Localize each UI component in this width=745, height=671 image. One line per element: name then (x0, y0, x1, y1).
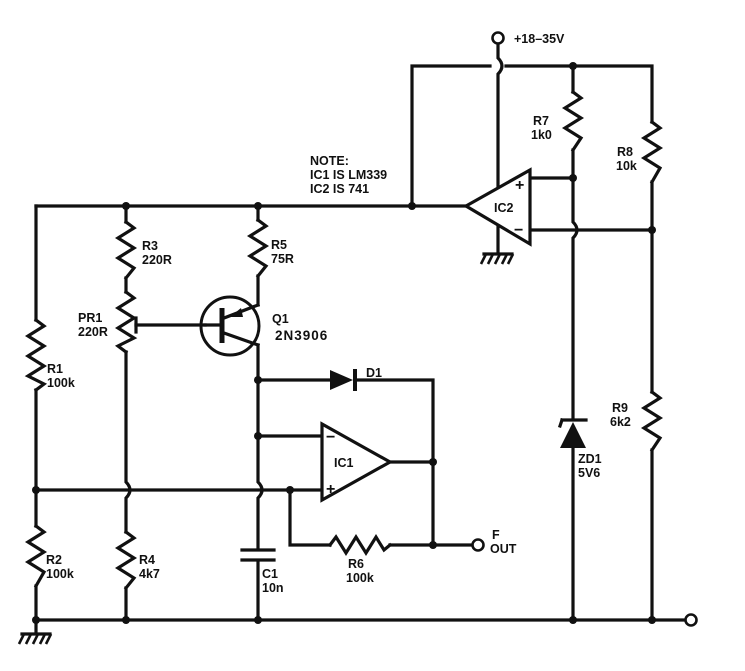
r8-value: 10k (616, 159, 637, 173)
ic2-opamp (462, 167, 532, 247)
ic1-plus-sign: + (326, 481, 335, 498)
r9-resistor (640, 389, 664, 453)
pr1-value: 220R (78, 325, 108, 339)
r3-pr1-r4-wire (124, 204, 132, 622)
r2-ref: R2 (46, 553, 62, 567)
r1-value: 100k (47, 376, 75, 390)
c1-capacitor (240, 548, 276, 562)
r1-resistor (24, 317, 48, 393)
r6-value: 100k (346, 571, 374, 585)
r6-wire (288, 488, 474, 547)
fout-terminal (471, 538, 485, 552)
ic1-minus-sign: − (326, 429, 335, 446)
zener-wire (571, 176, 579, 622)
r1-ref: R1 (47, 362, 63, 376)
r5-ref: R5 (271, 238, 287, 252)
junctions (32, 62, 656, 624)
fout-label-f: F (492, 528, 500, 542)
ic2-ground-icon (479, 252, 515, 265)
r7-value: 1k0 (531, 128, 552, 142)
r9-value: 6k2 (610, 415, 631, 429)
note-line-ic1: IC1 IS LM339 (310, 168, 387, 182)
supply-terminal (491, 31, 505, 45)
c1-ref: C1 (262, 567, 278, 581)
r4-value: 4k7 (139, 567, 160, 581)
ic1-label: IC1 (334, 456, 354, 470)
fout-label-out: OUT (490, 542, 517, 556)
zd1-zener-diode (557, 417, 588, 448)
q1-ref: Q1 (272, 312, 289, 326)
pr1-ref: PR1 (78, 311, 102, 325)
r9-ref: R9 (612, 401, 628, 415)
r8-ref: R8 (617, 145, 633, 159)
supply-voltage-label: +18–35V (514, 32, 565, 46)
note-line-ic2: IC2 IS 741 (310, 182, 369, 196)
r3-value: 220R (142, 253, 172, 267)
r5-resistor (246, 217, 270, 279)
r7-ref: R7 (533, 114, 549, 128)
ground-terminal (684, 613, 698, 627)
ground-icon (17, 632, 53, 645)
zd1-ref: ZD1 (578, 452, 602, 466)
r2-resistor (24, 523, 48, 589)
ic2-plus-sign: + (515, 177, 524, 194)
zd1-value: 5V6 (578, 466, 600, 480)
ic2-label: IC2 (494, 201, 514, 215)
pr1-potentiometer (114, 289, 138, 355)
r6-ref: R6 (348, 557, 364, 571)
r4-ref: R4 (139, 553, 155, 567)
supply-rail (410, 64, 654, 208)
d1-ref: D1 (366, 366, 382, 380)
c1-value: 10n (262, 581, 284, 595)
q1-transistor (199, 295, 261, 357)
r5-value: 75R (271, 252, 294, 266)
wires (34, 42, 687, 634)
d1-wire (256, 378, 435, 547)
d1-diode (330, 369, 357, 391)
ic1-comparator (320, 421, 394, 503)
r3-resistor (114, 219, 138, 281)
supply-lead (496, 42, 504, 190)
r4-resistor (114, 529, 138, 591)
r2-value: 100k (46, 567, 74, 581)
q1-value: 2N3906 (275, 328, 328, 343)
note-title: NOTE: (310, 154, 349, 168)
r6-resistor (327, 533, 393, 557)
ic2-minus-sign: − (514, 222, 523, 239)
r7-resistor (561, 89, 585, 153)
r3-ref: R3 (142, 239, 158, 253)
r8-resistor (640, 119, 664, 185)
